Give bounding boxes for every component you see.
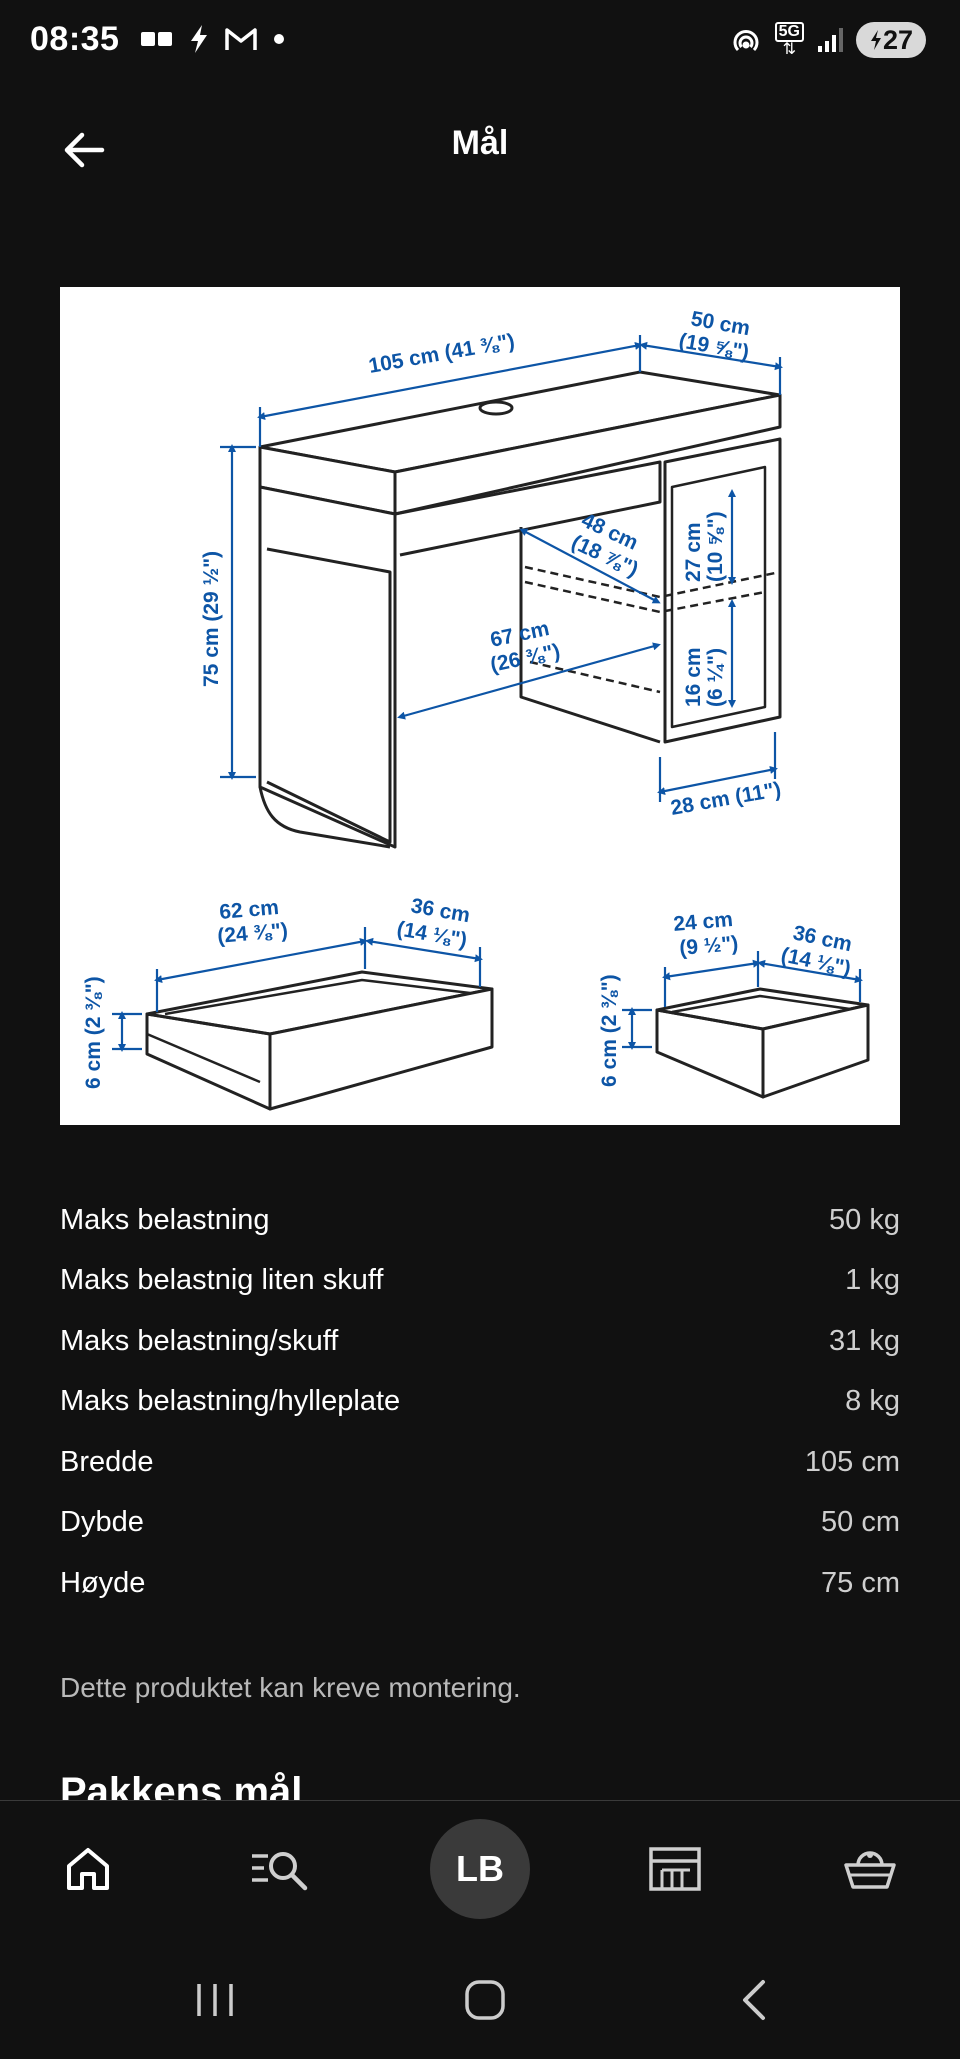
desk-width-label: 105 cm (41 ⅜") — [367, 330, 516, 378]
back-button[interactable] — [62, 122, 142, 178]
dimension-illustration: 105 cm (41 ⅜") 50 cm (19 ⅝") 75 cm (29 ½… — [82, 307, 870, 1111]
system-back-button[interactable] — [725, 1975, 785, 2025]
nav-home[interactable] — [48, 1801, 128, 1936]
measurement-label: Dybde — [60, 1506, 144, 1539]
measurement-value: 105 cm — [804, 1445, 900, 1478]
battery-level: 27 — [882, 24, 914, 55]
drawer-small-height: 6 cm (2 ⅜") — [598, 974, 621, 1087]
measurement-value: 1 kg — [845, 1264, 900, 1297]
measurement-label: Maks belastning/skuff — [60, 1324, 339, 1357]
nav-search[interactable] — [240, 1801, 320, 1936]
measurement-row: Maks belastning 50 kg — [60, 1190, 900, 1251]
drawer-small-width-a: 24 cm — [672, 908, 733, 936]
desk-upper-height-a: 27 cm — [682, 522, 705, 582]
measurement-value: 75 cm — [821, 1566, 900, 1599]
measurement-row: Maks belastning/hylleplate 8 kg — [60, 1372, 900, 1433]
drawer-large-width-b: (24 ⅜") — [216, 919, 288, 948]
measurement-label: Maks belastning/hylleplate — [60, 1385, 401, 1418]
store-icon — [649, 1846, 701, 1891]
measurement-row: Høyde 75 cm — [60, 1553, 900, 1614]
battery-icon: 27 — [856, 22, 926, 58]
status-right-icons: 5G ⇅ 27 — [729, 22, 926, 58]
measurement-label: Maks belastning — [60, 1203, 270, 1236]
page-title: Mål — [451, 124, 509, 162]
drawer-small-width-b: (9 ½") — [678, 932, 739, 960]
system-navigation — [0, 1935, 960, 2059]
basket-icon — [844, 1850, 896, 1889]
desk-lower-height-b: (6 ¼") — [704, 648, 727, 707]
nav-store[interactable] — [635, 1801, 715, 1936]
back-chevron-icon — [743, 1980, 765, 2020]
measurement-value: 31 kg — [829, 1324, 900, 1357]
drawer-large-height: 6 cm (2 ⅜") — [82, 976, 105, 1089]
desk-drawing — [258, 370, 782, 849]
nav-basket[interactable] — [830, 1801, 910, 1936]
data-arrows-icon: ⇅ — [782, 41, 797, 58]
drawer-small-drawing — [655, 987, 870, 1099]
gmail-icon — [225, 28, 257, 50]
arrow-left-icon — [64, 132, 105, 168]
drawer-large-drawing — [145, 970, 494, 1111]
recent-apps-button[interactable] — [185, 1975, 245, 2025]
nav-profile[interactable]: LB — [430, 1801, 530, 1936]
search-list-icon — [252, 1851, 308, 1890]
measurement-label: Bredde — [60, 1445, 154, 1478]
hotspot-icon — [733, 30, 759, 52]
measurements-list: Maks belastning 50 kg Maks belastnig lite… — [60, 1190, 900, 1614]
status-left-icons — [140, 24, 286, 54]
measurement-label: Høyde — [60, 1566, 146, 1599]
measurement-row: Dybde 50 cm — [60, 1493, 900, 1554]
measurement-row: Bredde 105 cm — [60, 1432, 900, 1493]
measurement-row: Maks belastnig liten skuff 1 kg — [60, 1251, 900, 1312]
status-time: 08:35 — [30, 20, 120, 58]
measurement-row: Maks belastning/skuff 31 kg — [60, 1311, 900, 1372]
signal-icon — [818, 28, 843, 52]
recent-apps-icon — [197, 1984, 233, 2016]
home-circle-icon — [465, 1980, 505, 2020]
network-5g-icon: 5G ⇅ — [774, 22, 804, 58]
drawer-large-dims — [112, 927, 483, 1052]
dimension-diagram: 105 cm (41 ⅜") 50 cm (19 ⅝") 75 cm (29 ½… — [60, 287, 900, 1125]
status-bar: 08:35 5G ⇅ 27 — [0, 0, 960, 86]
desk-upper-height-b: (10 ⅝") — [704, 511, 727, 582]
bottom-navigation: LB — [0, 1800, 960, 1936]
network-label: 5G — [774, 22, 804, 42]
system-home-button[interactable] — [455, 1975, 515, 2025]
home-icon — [67, 1847, 109, 1890]
desk-shelf-width-label: 28 cm (11") — [669, 778, 783, 820]
header: Mål — [0, 100, 960, 196]
drawer-large-width-a: 62 cm — [218, 896, 279, 924]
dimension-lines — [220, 335, 783, 802]
bolt-icon — [191, 25, 207, 53]
video-icon — [141, 32, 172, 46]
desk-lower-height-a: 16 cm — [682, 647, 705, 707]
assembly-note: Dette produktet kan kreve montering. — [60, 1672, 521, 1703]
desk-height-label: 75 cm (29 ½") — [200, 551, 223, 687]
measurement-value: 50 kg — [829, 1203, 900, 1236]
drawer-small-dims — [622, 951, 863, 1050]
dot-icon — [274, 34, 284, 44]
measurement-label: Maks belastnig liten skuff — [60, 1264, 384, 1297]
avatar: LB — [430, 1818, 530, 1919]
measurement-value: 50 cm — [821, 1506, 900, 1539]
measurement-value: 8 kg — [845, 1385, 900, 1418]
charging-icon — [870, 30, 881, 50]
